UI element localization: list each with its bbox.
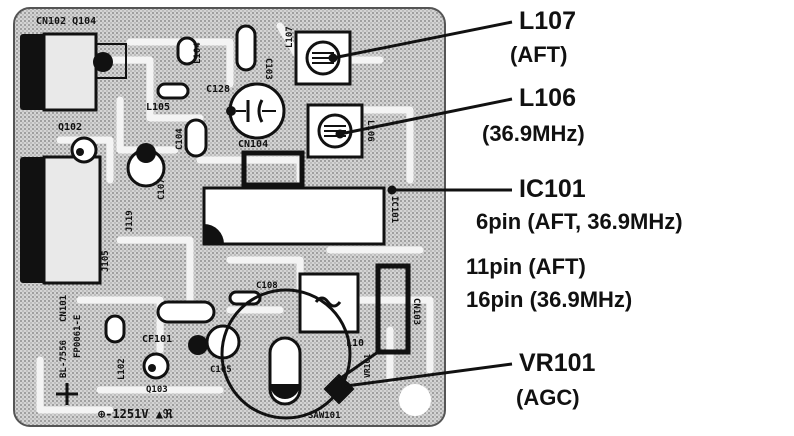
label-l102: L102 [117, 358, 127, 380]
inductor-l105 [156, 82, 190, 100]
label-l107: L107 [285, 26, 295, 48]
label-c104: C104 [175, 128, 185, 150]
callout-ic101-name: IC101 [519, 175, 586, 203]
label-cf101: CF101 [142, 334, 172, 345]
label-l10: L10 [346, 338, 364, 349]
label-l104: L104 [193, 42, 203, 64]
inductor-l104 [176, 36, 198, 66]
callout-ic101-pin6: 6pin (AFT, 36.9MHz) [476, 209, 683, 234]
transistor-q102 [70, 136, 98, 164]
label-c107: C107 [157, 178, 167, 200]
callout-l107-detail: (AFT) [510, 42, 568, 67]
transistor-q103 [142, 352, 170, 380]
leader-vr101 [345, 362, 513, 388]
chip-ic101 [202, 186, 386, 246]
capacitor-c104 [184, 118, 208, 158]
label-j105: J105 [101, 250, 111, 272]
label-saw101: SAW101 [308, 411, 341, 421]
label-part-no: FP0061-E [73, 315, 83, 358]
callout-ic101-pin16: 16pin (36.9MHz) [466, 287, 633, 312]
callout-vr101-name: VR101 [519, 349, 596, 377]
connector-cn103 [375, 263, 411, 355]
label-cn103: CN103 [411, 298, 421, 325]
leader-l107 [332, 20, 513, 60]
label-footer: ⊕-1251V ▲ℜ [98, 407, 173, 421]
label-l106: L106 [365, 120, 375, 142]
label-l105: L105 [146, 102, 170, 113]
label-c105: C105 [210, 365, 232, 375]
label-c128: C128 [206, 84, 230, 95]
callout-l106-detail: (36.9MHz) [482, 121, 585, 146]
callout-l106-name: L106 [519, 84, 576, 112]
label-vr101: VR101 [363, 354, 372, 378]
label-cn102-q104: CN102 Q104 [36, 16, 96, 27]
label-cn101: CN101 [59, 295, 69, 322]
leader-l106 [339, 97, 513, 136]
label-q103: Q103 [146, 385, 168, 395]
filter-cf101 [188, 335, 208, 355]
connector-cn101 [20, 157, 48, 283]
resistor [156, 300, 216, 324]
connector-cn102 [20, 34, 48, 110]
label-q102: Q102 [58, 122, 82, 133]
label-bl-7556: BL-7556 [59, 340, 69, 378]
leader-lines [328, 20, 513, 391]
potentiometer-vr101 [220, 288, 352, 420]
label-j119: J119 [125, 210, 135, 232]
capacitor-c103 [235, 24, 257, 72]
label-c108: C108 [256, 281, 278, 291]
callout-vr101-detail: (AGC) [516, 385, 580, 410]
callout-ic101-pin11: 11pin (AFT) [466, 254, 586, 279]
mounting-hole [399, 384, 431, 416]
label-c103: C103 [263, 58, 273, 80]
connector-cn104 [241, 150, 305, 188]
transistor-q104 [93, 52, 113, 72]
callout-l107-name: L107 [519, 7, 576, 35]
label-cn104: CN104 [238, 139, 268, 150]
inductor-l102 [104, 314, 126, 344]
label-ic101: IC101 [389, 196, 399, 223]
